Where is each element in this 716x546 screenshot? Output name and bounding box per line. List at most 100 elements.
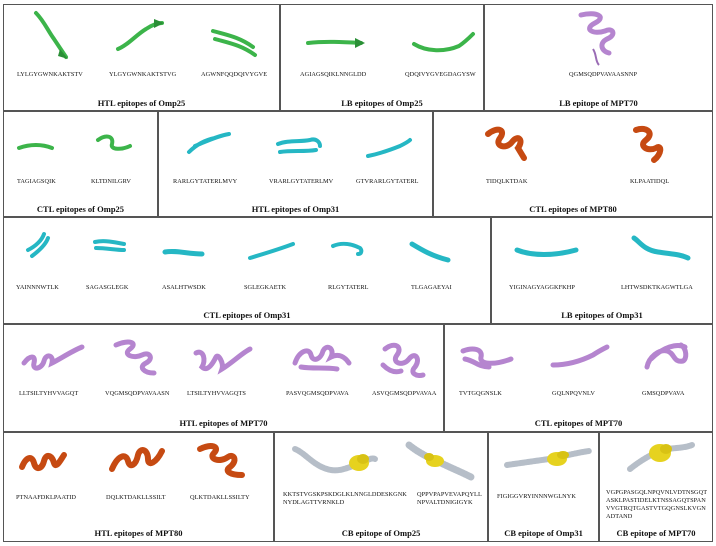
peptide-label: PASVQGMSQDPVAVA xyxy=(286,390,349,397)
peptide-label: TAGIAGSQIK xyxy=(17,178,56,185)
ribbon-structure-icon xyxy=(162,248,205,257)
surface-structure-icon xyxy=(504,448,592,468)
peptide-label: YIGINAGYAGGKFKHP xyxy=(509,284,575,291)
panel-ctl-omp31: YAINNNWTLK SAGASGLEGK ASALHTWSDK SGLEGKA… xyxy=(3,217,491,324)
ribbon-structure-icon xyxy=(34,11,68,59)
panel-ctl-mpt70: TVTGQGNSLK GQLNPQVNLV GMSQDPVAVA CTL epi… xyxy=(444,324,713,432)
peptide-label: ASVQGMSQDPVAVAA xyxy=(372,390,437,397)
peptide-label: LLTSILTYHVVAGQT xyxy=(19,390,79,397)
peptide-label: TVTGQGNSLK xyxy=(459,390,502,397)
peptide-label: QGMSQDPVAVAASNNP xyxy=(569,71,637,78)
peptide-label: SGLEGKAETK xyxy=(244,284,287,291)
ribbon-structure-icon xyxy=(366,138,412,158)
ribbon-structure-icon xyxy=(17,143,54,150)
panel-title: CB epitope of Omp31 xyxy=(504,528,583,538)
panel-lb-omp25: AGIAGSQIKLNNGLDD QDQIVYGVEGDAGYSW LB epi… xyxy=(280,4,484,111)
ribbon-structure-icon xyxy=(93,239,126,252)
peptide-label: GTVRARLGYTATERL xyxy=(356,178,419,185)
panel-lb-mpt70: QGMSQDPVAVAASNNP LB epitope of MPT70 xyxy=(484,4,713,111)
ribbon-structure-icon xyxy=(631,235,691,261)
panel-htl-omp25: LYLGYGWNKAKTSTV YLGYGWNKAKTSTVG AGWNFQQD… xyxy=(3,4,280,111)
surface-structure-icon xyxy=(405,441,475,481)
helix-structure-icon xyxy=(460,346,514,370)
panel-title: HTL epitopes of Omp25 xyxy=(97,98,186,108)
peptide-label: ASALHTWSDK xyxy=(162,284,206,291)
helix-structure-icon xyxy=(197,443,245,478)
panel-title: CB epitope of MPT70 xyxy=(616,528,696,538)
ribbon-structure-icon xyxy=(211,29,257,57)
helix-structure-icon xyxy=(193,346,253,375)
peptide-label: TIDQLKTDAK xyxy=(486,178,528,185)
peptide-label: PTNAAFDKLPAATID xyxy=(16,494,76,501)
panel-cb-mpt70: VGPGPASGQLNPQVNLVDTNSGQTASKLPASTIDELKTNS… xyxy=(599,432,713,542)
panel-cb-omp25: KKTSTVGSKPSKDGLKLNNGLDDESKGNKNYDLAGTTVRN… xyxy=(274,432,488,542)
panel-title: CTL epitopes of Omp31 xyxy=(203,310,291,320)
ribbon-structure-icon xyxy=(514,247,579,257)
panel-htl-mpt80: PTNAAFDKLPAATID DQLKTDAKLLSSILT QLKTDAKL… xyxy=(3,432,274,542)
panel-title: HTL epitopes of MPT80 xyxy=(94,528,183,538)
helix-structure-icon xyxy=(21,344,85,371)
helix-structure-icon xyxy=(485,126,527,161)
panel-title: CTL epitopes of MPT70 xyxy=(534,418,623,428)
peptide-label: QLKTDAKLLSSILTY xyxy=(190,494,250,501)
panel-cb-omp31: FIGIGGVRYINNNWGLNYK CB epitope of Omp31 xyxy=(488,432,599,542)
peptide-label: QPPVPAPVEVAPQYLLNPVALTDNIGIGYK xyxy=(417,491,482,506)
surface-structure-icon xyxy=(627,442,695,472)
panel-lb-omp31: YIGINAGYAGGKFKHP LHTWSDKTKAGWTLGA LB epi… xyxy=(491,217,713,324)
panel-ctl-mpt80: TIDQLKTDAK KLPAATIDQL CTL epitopes of MP… xyxy=(433,111,713,217)
ribbon-structure-icon xyxy=(276,137,322,154)
ribbon-structure-icon xyxy=(550,344,610,368)
helix-structure-icon xyxy=(113,339,157,376)
panel-title: HTL epitopes of Omp31 xyxy=(251,204,340,214)
peptide-label: FIGIGGVRYINNNWGLNYK xyxy=(497,493,576,500)
peptide-label: KKTSTVGSKPSKDGLKLNNGLDDESKGNKNYDLAGTTVRN… xyxy=(283,491,407,506)
peptide-label: GQLNPQVNLV xyxy=(552,390,595,397)
peptide-label: RLGYTATERL xyxy=(328,284,369,291)
surface-structure-icon xyxy=(292,446,378,474)
ribbon-structure-icon xyxy=(412,32,475,53)
peptide-label: VQGMSQDPVAVAASN xyxy=(105,390,170,397)
peptide-label: VGPGPASGQLNPQVNLVDTNSGQTASKLPASTIDELKTNS… xyxy=(606,489,708,520)
peptide-label: DQLKTDAKLLSSILT xyxy=(106,494,166,501)
ribbon-structure-icon xyxy=(26,232,50,258)
ribbon-structure-icon xyxy=(409,241,451,263)
peptide-label: AGWNFQQDQIVYGVE xyxy=(201,71,268,78)
peptide-label: AGIAGSQIKLNNGLDD xyxy=(300,71,367,78)
peptide-label: RARLGYTATERLMVY xyxy=(173,178,238,185)
panel-title: LB epitopes of Omp31 xyxy=(561,310,643,320)
helix-structure-icon xyxy=(578,11,616,66)
panel-title: CTL epitopes of Omp25 xyxy=(36,204,125,214)
peptide-label: LHTWSDKTKAGWTLGA xyxy=(621,284,693,291)
peptide-label: VRARLGYTATERLMV xyxy=(269,178,334,185)
helix-structure-icon xyxy=(380,342,426,378)
helix-structure-icon xyxy=(633,126,664,163)
peptide-label: GMSQDPVAVA xyxy=(642,390,685,397)
peptide-label: SAGASGLEGK xyxy=(86,284,129,291)
peptide-label: LTSILTYHVVAGQTS xyxy=(187,390,246,397)
ribbon-structure-icon xyxy=(96,134,132,151)
peptide-label: QDQIVYGVEGDAGYSW xyxy=(405,71,476,78)
helix-structure-icon xyxy=(292,344,352,372)
ribbon-structure-icon xyxy=(116,19,164,51)
panel-htl-omp31: RARLGYTATERLMVY VRARLGYTATERLMV GTVRARLG… xyxy=(158,111,433,217)
panel-title: LB epitope of MPT70 xyxy=(559,98,638,108)
peptide-label: YLGYGWNKAKTSTVG xyxy=(109,71,177,78)
panel-htl-mpt70: LLTSILTYHVVAGQT VQGMSQDPVAVAASN LTSILTYH… xyxy=(3,324,444,432)
ribbon-structure-icon xyxy=(187,132,231,154)
panel-ctl-omp25: TAGIAGSQIK KLTDNILGRV CTL epitopes of Om… xyxy=(3,111,158,217)
panel-title: CTL epitopes of MPT80 xyxy=(529,204,617,214)
ribbon-structure-icon xyxy=(331,241,364,256)
peptide-label: LYLGYGWNKAKTSTV xyxy=(17,71,83,78)
helix-structure-icon xyxy=(109,447,165,472)
helix-structure-icon xyxy=(644,342,689,370)
helix-structure-icon xyxy=(19,452,67,471)
peptide-label: KLPAATIDQL xyxy=(630,178,670,185)
peptide-label: YAINNNWTLK xyxy=(16,284,59,291)
panel-title: CB epitope of Omp25 xyxy=(341,528,421,538)
panel-title: LB epitopes of Omp25 xyxy=(341,98,423,108)
panel-title: HTL epitopes of MPT70 xyxy=(179,418,268,428)
peptide-label: TLGAGAEYAI xyxy=(411,284,452,291)
ribbon-structure-icon xyxy=(306,38,365,48)
ribbon-structure-icon xyxy=(248,242,295,260)
peptide-label: KLTDNILGRV xyxy=(91,178,131,185)
